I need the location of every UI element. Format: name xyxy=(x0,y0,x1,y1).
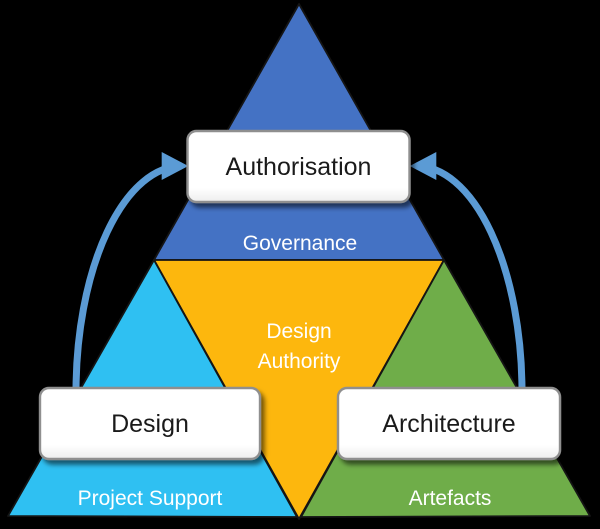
design-box xyxy=(38,386,262,461)
design-authority-label-line1: Design xyxy=(266,320,331,343)
project-support-label: Project Support xyxy=(78,487,223,510)
design-authority-label-line2: Authority xyxy=(258,350,341,373)
authorisation-box xyxy=(186,129,411,204)
artefacts-label: Artefacts xyxy=(409,487,492,510)
architecture-box xyxy=(336,386,562,461)
right-feedback-arrow xyxy=(409,152,526,393)
authorisation-label: Authorisation xyxy=(226,153,372,181)
design-label: Design xyxy=(111,410,189,438)
architecture-label: Architecture xyxy=(382,410,515,438)
governance-label: Governance xyxy=(243,232,357,255)
left-feedback-arrow xyxy=(72,152,189,393)
